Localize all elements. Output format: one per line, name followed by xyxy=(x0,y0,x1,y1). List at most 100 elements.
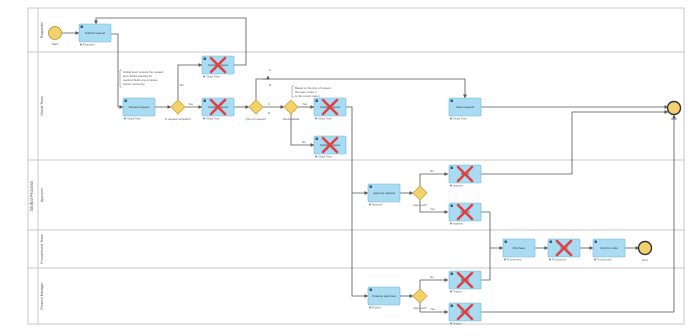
annotation-line: and checks whether all xyxy=(123,74,152,78)
gateway-check-details[interactable] xyxy=(283,99,299,115)
events: Start End End xyxy=(48,26,682,262)
task-owner-icon xyxy=(450,222,452,225)
gateway-label: Is request complete? xyxy=(165,117,191,121)
flow-label: A xyxy=(269,68,271,72)
flow-fx1-proc1 xyxy=(481,248,491,281)
task-owner-label: Approver xyxy=(453,223,463,226)
task-box[interactable] xyxy=(78,23,112,43)
task-type-icon xyxy=(504,240,507,243)
task-box[interactable] xyxy=(592,238,626,258)
annotations: Global team reviews the request and chec… xyxy=(119,69,331,98)
flow-g4-ax2 xyxy=(419,200,449,214)
annotation-line: required fields are complete xyxy=(123,78,158,82)
annotation-line: Based on the type of request xyxy=(295,86,331,90)
task-owner-label: Approver xyxy=(372,204,382,207)
flow-g1-up1 xyxy=(177,63,203,100)
task-label: Close request xyxy=(456,105,475,109)
lane-label-requester: Requester xyxy=(40,21,44,38)
task-t-fx2[interactable]: ReturnFinance xyxy=(448,302,482,326)
cancel-cross-icon xyxy=(321,98,339,116)
task-owner-icon xyxy=(450,184,452,187)
task-owner-icon xyxy=(203,75,205,78)
task-type-icon xyxy=(549,240,552,243)
task-owner-label: Global Team xyxy=(206,76,220,79)
task-owner-label: Finance xyxy=(453,323,463,326)
task-owner-icon xyxy=(203,117,205,120)
annotation-line: Global team reviews the request xyxy=(123,70,163,74)
task-label: Review request xyxy=(129,105,150,109)
task-owner-icon xyxy=(549,258,551,261)
cancel-cross-icon xyxy=(456,165,474,183)
task-t-proc2[interactable]: OrderProcurement xyxy=(547,238,581,262)
flow-g4-ax1 xyxy=(419,172,449,186)
task-box[interactable] xyxy=(448,97,482,117)
task-owner-label: Finance xyxy=(372,307,382,310)
task-box[interactable] xyxy=(367,183,401,203)
task-type-icon xyxy=(203,99,206,102)
task-type-icon xyxy=(450,166,453,169)
task-t-fx1[interactable]: RejectFinance xyxy=(448,270,482,294)
task-owner-icon xyxy=(594,258,596,261)
end-event[interactable] xyxy=(666,100,682,116)
flow-up3-fin xyxy=(351,193,369,298)
task-owner-label: Requester xyxy=(83,44,95,47)
task-type-icon xyxy=(369,288,372,291)
gateway-approved[interactable] xyxy=(412,185,428,201)
annotation-line: the team routes it xyxy=(295,90,317,94)
flow-label: B xyxy=(269,83,271,87)
task-owner-icon xyxy=(450,290,452,293)
task-owner-icon xyxy=(450,117,452,120)
cancel-cross-icon xyxy=(321,136,339,154)
pool-label: Global Process xyxy=(29,180,34,211)
task-owner-icon xyxy=(369,306,371,309)
task-label: Finance approval xyxy=(372,294,395,298)
task-t-ax2[interactable]: ReturnApprover xyxy=(448,202,482,226)
task-owner-label: Global Team xyxy=(318,118,332,121)
task-box[interactable] xyxy=(367,286,401,306)
flow-g3-up4 xyxy=(290,114,315,147)
task-box[interactable] xyxy=(502,238,536,258)
task-owner-icon xyxy=(450,322,452,325)
task-label: Confirm order xyxy=(600,246,618,250)
gateway-request-type[interactable] xyxy=(248,99,264,115)
start-event[interactable] xyxy=(48,26,62,40)
flow-label: Yes xyxy=(430,307,435,311)
sequence-flows xyxy=(62,17,676,314)
task-label: Purchase xyxy=(513,246,526,250)
cancel-cross-icon xyxy=(456,203,474,221)
annotation-bracket xyxy=(291,85,294,98)
task-owner-icon xyxy=(504,258,506,261)
flow-label: C xyxy=(268,102,271,106)
task-t-ax1[interactable]: RejectApprover xyxy=(448,164,482,188)
cancel-cross-icon xyxy=(209,56,227,74)
task-owner-label: Finance xyxy=(453,291,463,294)
end-event[interactable] xyxy=(637,240,653,256)
lane-label-global-team: Global Team xyxy=(40,96,44,116)
gateway-request-complete[interactable] xyxy=(170,99,186,115)
gateway-finance-approved[interactable] xyxy=(412,288,428,304)
task-type-icon xyxy=(594,240,597,243)
lanes: Requester Global Team Approver Procureme… xyxy=(28,21,684,310)
flow-label: No xyxy=(180,83,184,87)
flow-labels: No Yes A B C D Yes No No Yes No Yes xyxy=(180,68,435,311)
task-box[interactable] xyxy=(122,97,156,117)
task-label: Submit request xyxy=(85,31,105,35)
task-owner-label: Procurement xyxy=(597,259,612,262)
flow-label: No xyxy=(430,275,434,279)
task-owner-label: Global Team xyxy=(206,118,220,121)
cancel-cross-icon xyxy=(456,303,474,321)
